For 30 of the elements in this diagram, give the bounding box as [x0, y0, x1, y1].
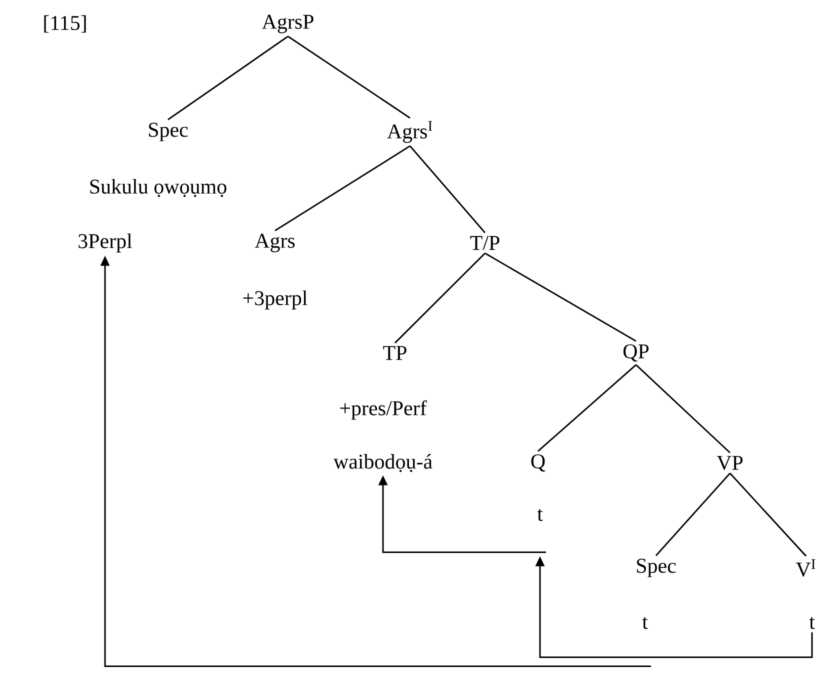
tree-label: t [809, 616, 815, 630]
branch-line [394, 252, 486, 344]
branch-line [274, 145, 410, 232]
tree-label: V$^{I}$ [796, 559, 816, 577]
branch-line [288, 36, 410, 119]
branch-line [168, 36, 288, 120]
branch-line [409, 146, 486, 234]
feature-label: +pres/Perf [340, 400, 427, 420]
tree-label: Q [531, 454, 546, 472]
tree-label: VP [716, 456, 743, 470]
tree-label: QP [623, 344, 649, 362]
branch-line [655, 472, 731, 556]
tree-label: t [537, 508, 543, 521]
tree-label: 3Perpl [78, 233, 132, 253]
tree-label: waibodọụ-á [333, 454, 432, 472]
tree-label: T/P [470, 236, 500, 250]
branch-line [729, 472, 807, 557]
tree-label: t [642, 616, 648, 630]
tree-label: AgrsP [262, 14, 314, 34]
tree-label: Spec [637, 558, 676, 578]
tree-label: Spec [149, 122, 188, 142]
branch-line [484, 252, 636, 342]
branch-line [636, 364, 731, 454]
branch-line [538, 364, 636, 452]
example-number: [115] [44, 15, 86, 33]
tree-label: Agrs [254, 234, 295, 252]
tree-label: TP [383, 346, 406, 360]
feature-label: +3perpl [243, 290, 308, 310]
tree-label: Agrs$^{I}$ [387, 121, 432, 143]
feature-label: Sukulu ọwọụmọ [90, 178, 226, 198]
